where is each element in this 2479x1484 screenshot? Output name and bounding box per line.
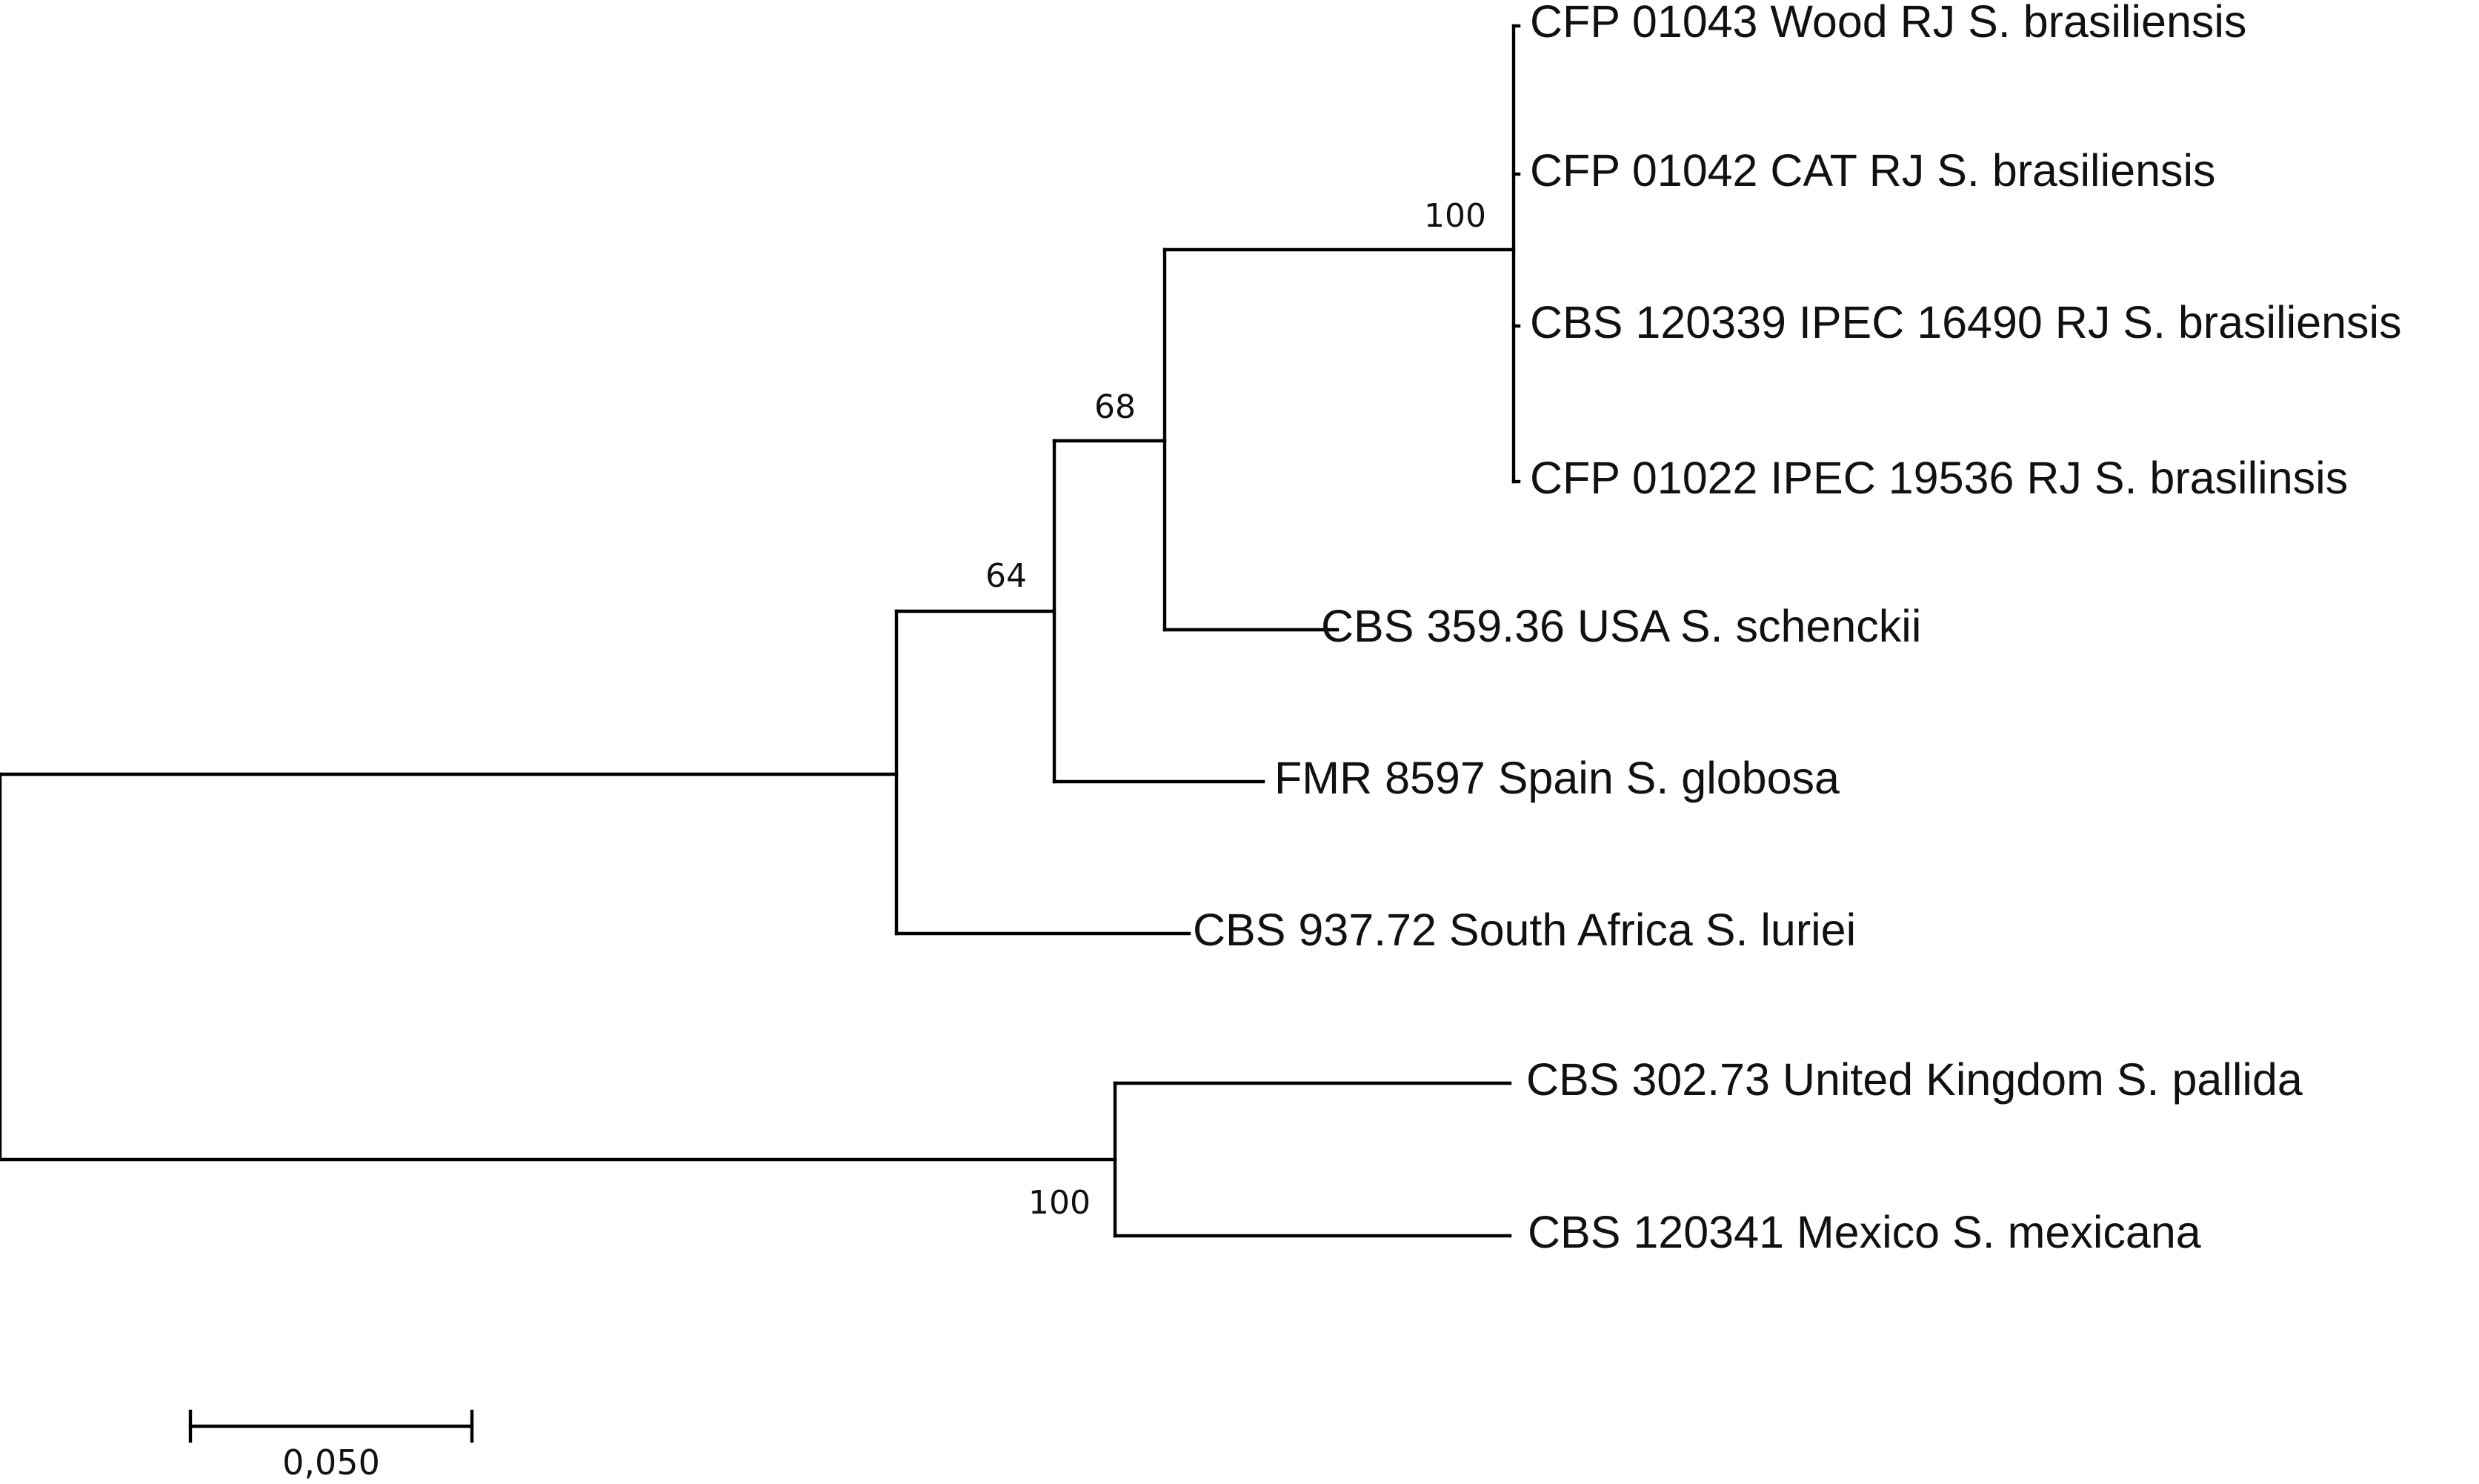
bootstrap-values: 100 68 64 100 [985,197,1486,1222]
bootstrap-value-brasiliensis: 100 [1424,197,1486,235]
taxon-label-t4: CFP 01022 IPEC 19536 RJ S. brasilinsis [1530,453,2348,503]
scale-bar: 0,050 [188,1409,474,1483]
taxon-label-t5: CBS 359.36 USA S. schenckii [1321,601,1921,651]
taxon-label-t1: CFP 01043 Wood RJ S. brasiliensis [1530,0,2246,47]
scale-bar-label: 0,050 [282,1443,380,1483]
taxon-label-t6: FMR 8597 Spain S. globosa [1274,753,1840,803]
taxon-label-t9: CBS 120341 Mexico S. mexicana [1528,1207,2201,1257]
bootstrap-value-outgroup: 100 [1028,1184,1091,1222]
bootstrap-value-node-68: 68 [1094,388,1136,426]
bootstrap-value-node-64: 64 [985,557,1027,595]
taxon-labels: CFP 01043 Wood RJ S. brasiliensis CFP 01… [1193,0,2402,1257]
tree-branches [0,24,1521,1238]
taxon-label-t8: CBS 302.73 United Kingdom S. pallida [1526,1054,2303,1105]
taxon-label-t7: CBS 937.72 South Africa S. luriei [1193,905,1856,955]
taxon-label-t2: CFP 01042 CAT RJ S. brasiliensis [1530,145,2216,196]
taxon-label-t3: CBS 120339 IPEC 16490 RJ S. brasiliensis [1530,297,2402,347]
